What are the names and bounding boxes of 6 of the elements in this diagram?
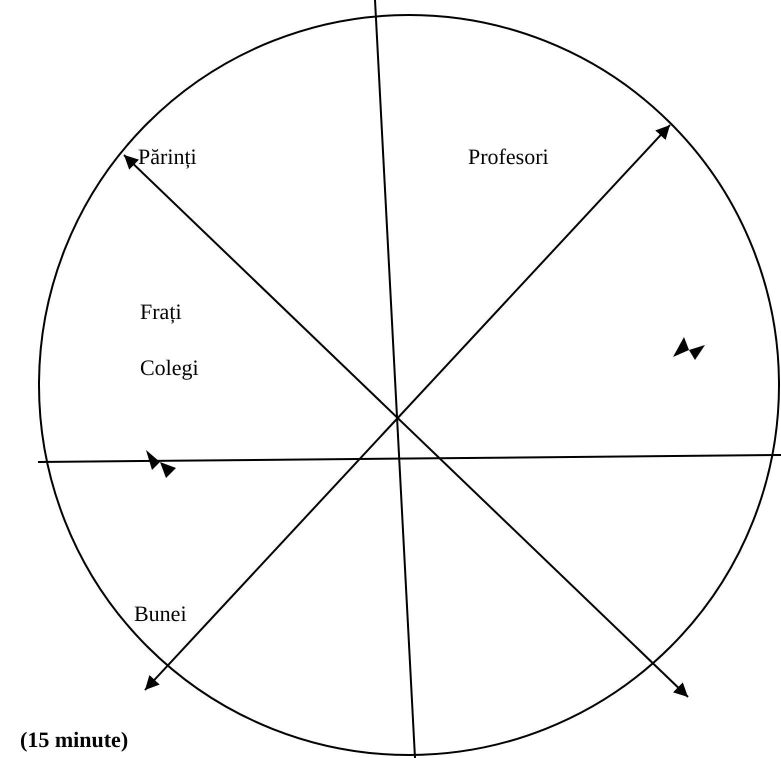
sector-label: Colegi <box>128 354 199 382</box>
duration-note: (15 minute) <box>20 726 128 754</box>
sector-label: Părinți <box>126 143 197 171</box>
sector-label: Frați <box>128 298 182 326</box>
sector-label: Bunei <box>122 600 187 628</box>
sector-label: Profesori <box>456 143 549 171</box>
